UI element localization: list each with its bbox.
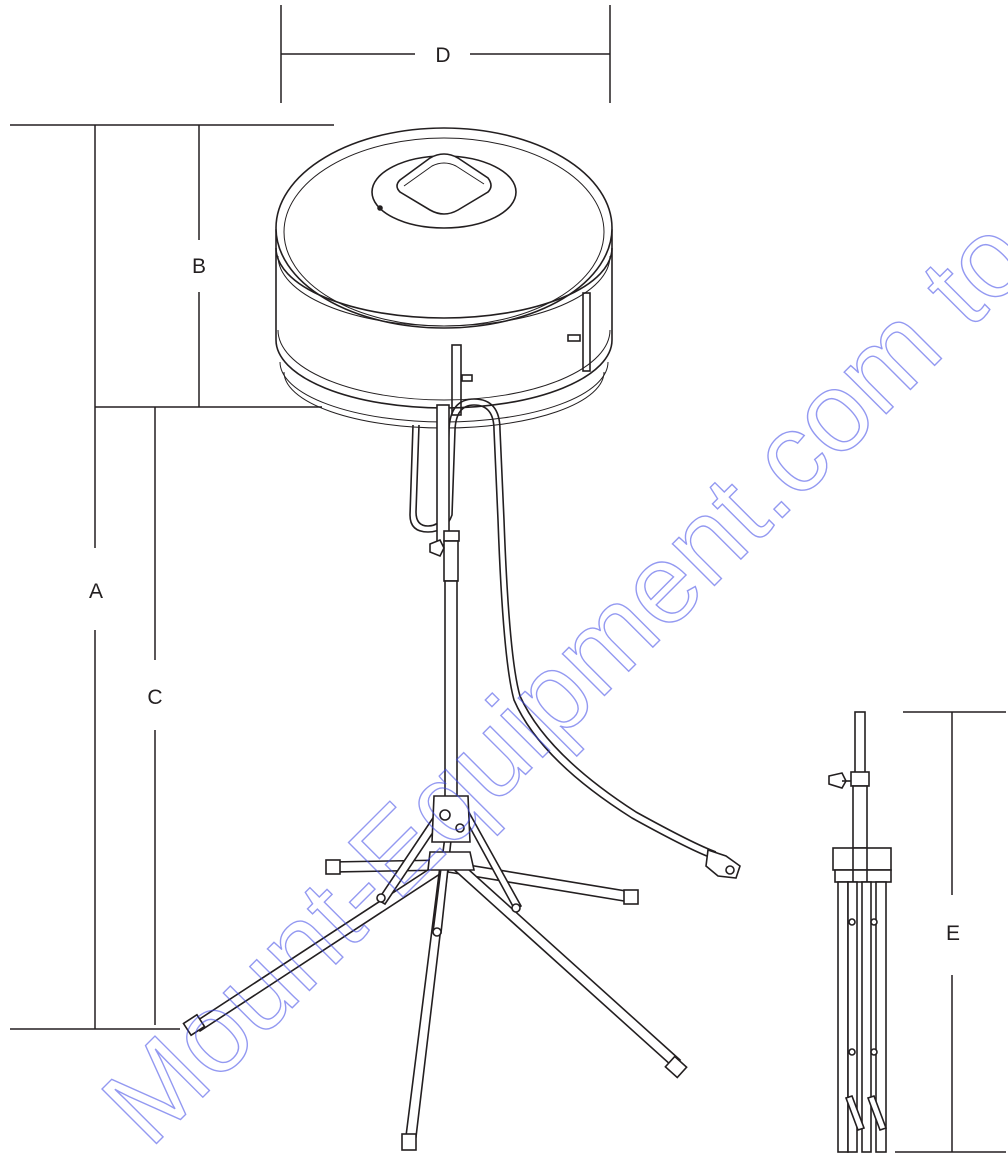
dimension-label-a: A	[89, 580, 103, 603]
power-cord	[409, 398, 741, 879]
dimension-label-c: C	[147, 686, 162, 709]
dimension-label-e: E	[946, 922, 960, 945]
lamp-head	[275, 127, 613, 429]
folded-stand	[828, 711, 892, 1153]
dimension-label-b: B	[192, 255, 206, 278]
dimension-label-d: D	[435, 44, 450, 67]
mast	[429, 404, 460, 802]
tripod-base	[182, 795, 688, 1151]
dimension-lines	[10, 5, 1006, 1153]
